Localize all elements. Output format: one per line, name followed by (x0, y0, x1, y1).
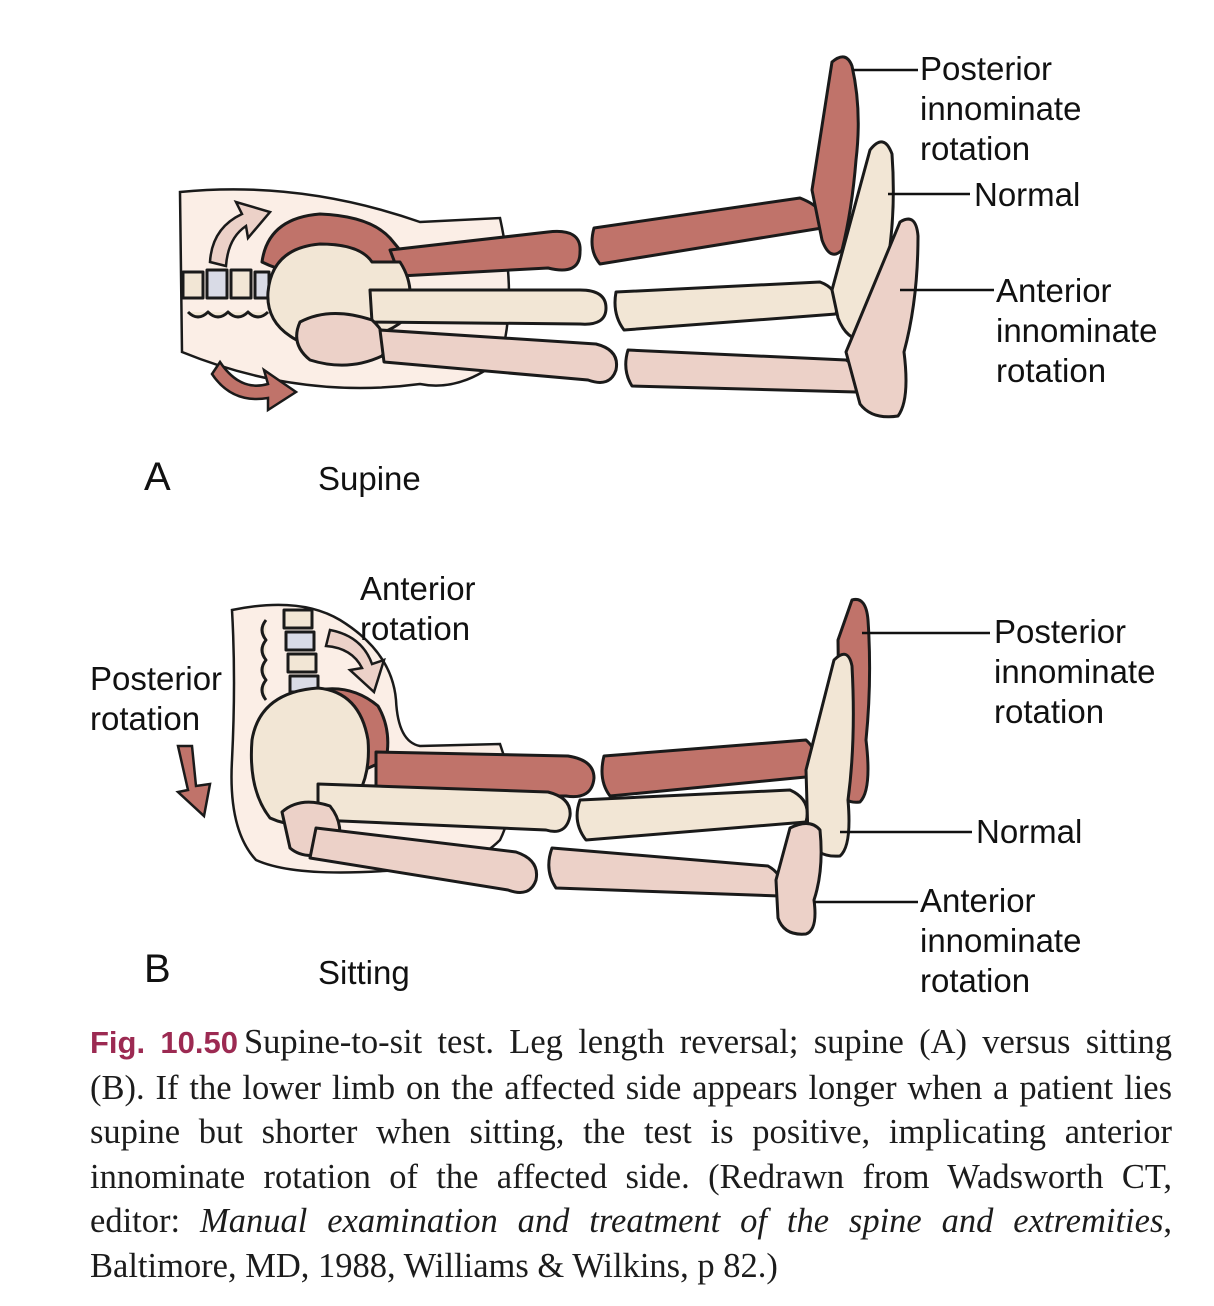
panel-a-anterior-label: Anterior innominate rotation (996, 272, 1167, 389)
panel-b-sitting: Anterior rotation Posterior rotation Pos… (90, 570, 1165, 999)
panel-a-posterior-label: Posterior innominate rotation (920, 50, 1091, 167)
panel-a-letter: A (144, 455, 171, 499)
panel-b-posterior-rotation-arrow (175, 744, 212, 819)
panel-b-anterior-rotation-label: Anterior rotation (360, 570, 485, 647)
caption-publisher: , Baltimore, MD, 1988, Williams & Wilkin… (90, 1202, 1172, 1285)
panel-b-posterior-femur (374, 750, 596, 799)
figure-number: Fig. 10.50 (90, 1025, 238, 1060)
panel-b-anterior-rotation-arrow (324, 628, 386, 695)
panel-a-anterior-tibia (624, 348, 860, 394)
panel-a-anterior-femur (378, 328, 619, 384)
panel-b-position-label: Sitting (318, 954, 410, 991)
panel-b-anterior-femur (308, 826, 539, 894)
panel-b-posterior-label: Posterior innominate rotation (994, 613, 1165, 730)
panel-b-normal-label: Normal (976, 813, 1082, 850)
supine-to-sit-illustration: Posterior innominate rotation Normal Ant… (90, 50, 1167, 999)
panel-a-normal-label: Normal (974, 176, 1080, 213)
caption-book-title: Manual examination and treatment of the … (199, 1202, 1164, 1240)
panel-b-letter: B (144, 947, 171, 991)
panel-b-spine (260, 608, 320, 701)
panel-a-anterior-foot (844, 217, 920, 419)
panel-a-position-label: Supine (318, 460, 421, 497)
panel-a-anterior-pelvis (295, 311, 387, 367)
panel-b-normal-femur (316, 782, 572, 833)
panel-b-anterior-foot (774, 822, 823, 936)
panel-a-normal-femur (368, 288, 608, 326)
panel-b-normal-tibia (575, 788, 809, 842)
panel-a-supine: Posterior innominate rotation Normal Ant… (144, 50, 1167, 499)
panel-b-anterior-tibia (547, 846, 783, 898)
panel-a-upper-rotation-arrow (208, 199, 273, 268)
panel-b-posterior-tibia (600, 738, 819, 798)
panel-b-posterior-rotation-label: Posterior rotation (90, 660, 231, 737)
panel-a-posterior-femur (388, 229, 582, 278)
panel-a-posterior-foot (810, 55, 860, 256)
panel-b-normal-foot (804, 652, 855, 858)
caption-text: Supine-to-sit test. Leg length reversal;… (90, 1023, 1172, 1240)
panel-b-anterior-label: Anterior innominate rotation (920, 882, 1091, 999)
panel-a-normal-tibia (613, 280, 839, 332)
panel-a-posterior-tibia (590, 196, 826, 266)
panel-a-lower-rotation-arrow (210, 359, 299, 413)
